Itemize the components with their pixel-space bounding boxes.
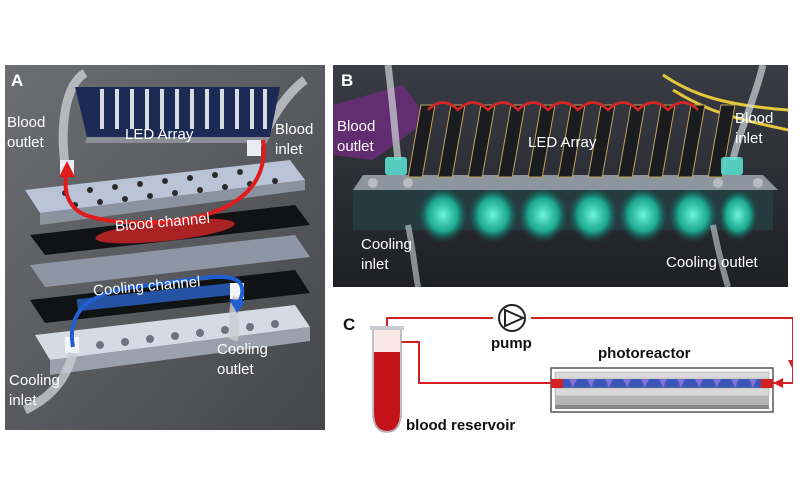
- photoreactor-schematic: [550, 367, 774, 413]
- flow-schematic: [370, 304, 793, 433]
- cooling-outlet-label: Cooling outlet: [217, 341, 268, 378]
- blood-flow-arrow: [59, 139, 266, 225]
- panel-a: A Blood outlet LED Array Blood inlet Blo…: [5, 65, 325, 430]
- blood-channel-layer: [30, 205, 310, 255]
- b-blood-outlet-label: Blood outlet: [337, 118, 376, 155]
- panel-c-letter: C: [343, 315, 356, 334]
- led-array-label: LED Array: [125, 126, 194, 143]
- device-photo: [333, 65, 788, 287]
- led-array-board: [75, 87, 280, 143]
- cooling-flow-arrow: [69, 274, 245, 348]
- b-led-array-label: LED Array: [528, 134, 597, 151]
- blood-reservoir-tube: [370, 326, 404, 433]
- pump-icon: [498, 304, 526, 332]
- blood-reservoir-label: blood reservoir: [406, 417, 516, 434]
- exploded-view-illustration: [5, 65, 325, 430]
- b-cooling-outlet-label: Cooling outlet: [666, 254, 758, 271]
- panel-b: B Blood outlet LED Array Blood inlet Coo…: [333, 65, 788, 287]
- cooling-inlet-label: Cooling inlet: [9, 372, 60, 409]
- blood-outlet-label: Blood outlet: [7, 114, 46, 151]
- b-cooling-inlet-label: Cooling inlet: [361, 236, 412, 273]
- panel-c: C pump photoreactor blood reservoir: [333, 290, 793, 440]
- middle-plate: [30, 235, 310, 287]
- photoreactor-label: photoreactor: [598, 345, 691, 362]
- blood-plate: [25, 140, 305, 225]
- b-blood-inlet-label: Blood inlet: [735, 110, 774, 147]
- panel-a-letter: A: [11, 71, 24, 90]
- pump-label: pump: [491, 335, 532, 352]
- blood-inlet-label: Blood inlet: [275, 121, 314, 158]
- panel-b-letter: B: [341, 71, 354, 90]
